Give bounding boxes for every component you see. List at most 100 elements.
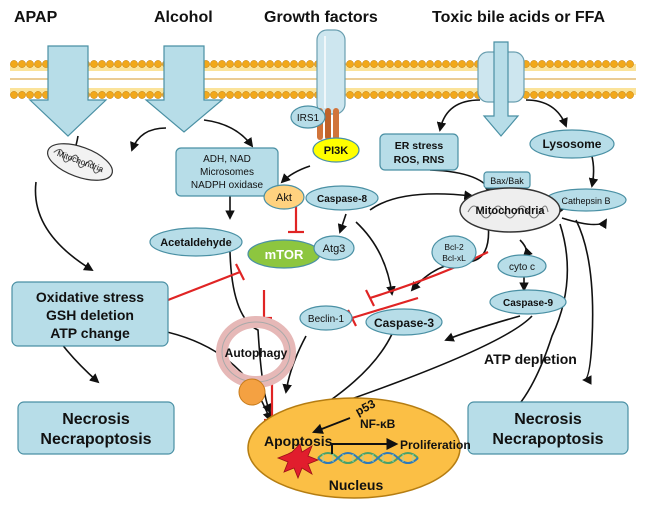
p53-arrow: [311, 417, 351, 434]
necrosis-right-box: [467, 401, 629, 455]
membrane-head: [594, 91, 602, 99]
oxidative-stress-line-1: Oxidative stress: [36, 289, 144, 305]
membrane-head: [258, 60, 266, 68]
caspase8-node: [305, 185, 379, 211]
membrane-head: [386, 91, 394, 99]
bcl2-label-line-1: Bcl-2: [444, 242, 464, 252]
membrane-head: [138, 91, 146, 99]
membrane-head: [258, 91, 266, 99]
nfkb-label: NF-κB: [360, 417, 396, 431]
membrane-head: [234, 60, 242, 68]
membrane-head: [538, 91, 546, 99]
membrane-head: [466, 60, 474, 68]
membrane-head: [114, 91, 122, 99]
pi3k-label: PI3K: [324, 145, 349, 157]
membrane-head: [450, 91, 458, 99]
membrane-head: [386, 60, 394, 68]
growth-factors-title: Growth factors: [264, 9, 378, 26]
caspase3-label: Caspase-3: [374, 316, 434, 330]
atg3-label: Atg3: [323, 243, 346, 255]
cyto-c-label: cyto c: [509, 262, 535, 273]
membrane-head: [250, 91, 258, 99]
membrane-head: [618, 60, 626, 68]
membrane-head: [106, 60, 114, 68]
membrane-head: [594, 60, 602, 68]
membrane-head: [154, 60, 162, 68]
membrane-head: [306, 91, 314, 99]
membrane-head: [530, 60, 538, 68]
membrane-head: [546, 60, 554, 68]
membrane-head: [418, 60, 426, 68]
membrane-head: [242, 60, 250, 68]
bcl2-node: [431, 235, 477, 269]
membrane-head: [546, 91, 554, 99]
membrane-head: [426, 60, 434, 68]
oxidative-stress-box: [11, 281, 169, 347]
membrane-head: [562, 91, 570, 99]
akt-node: [263, 184, 305, 210]
membrane-head: [434, 60, 442, 68]
membrane-head: [98, 60, 106, 68]
beclin1-node: [299, 305, 353, 331]
oxidative-stress-line-2: GSH deletion: [46, 307, 134, 323]
membrane-head: [362, 91, 370, 99]
membrane-head: [618, 91, 626, 99]
membrane-head: [10, 91, 18, 99]
irs1-label: IRS1: [297, 113, 320, 124]
alcohol-metabolism-line-1: ADH, NAD: [203, 154, 251, 165]
caspase9-node: [489, 289, 567, 315]
membrane-head: [266, 91, 274, 99]
membrane-head: [402, 91, 410, 99]
autophagy-label: Autophagy: [225, 346, 288, 360]
acetaldehyde-node: [149, 227, 243, 257]
mitochondria-center: [459, 187, 561, 233]
membrane-head: [98, 91, 106, 99]
dna-damage-burst: [276, 443, 320, 480]
toxic-bile-title: Toxic bile acids or FFA: [432, 9, 606, 26]
membrane-head: [426, 91, 434, 99]
membrane-head: [354, 60, 362, 68]
membrane-head: [370, 60, 378, 68]
alcohol-metabolism-line-3: NADPH oxidase: [191, 180, 264, 191]
bile-acid-channel: [477, 41, 525, 137]
alcohol-arrow: [144, 45, 224, 133]
cyto-c-node: [497, 254, 547, 278]
irs1-node: [290, 105, 326, 129]
membrane-head: [570, 60, 578, 68]
membrane-head: [282, 60, 290, 68]
membrane-head: [218, 60, 226, 68]
membrane-head: [610, 91, 618, 99]
nucleus: [247, 397, 461, 499]
membrane-head: [122, 60, 130, 68]
lysosome-label: Lysosome: [543, 137, 602, 151]
membrane-head: [554, 60, 562, 68]
membrane-head: [458, 91, 466, 99]
membrane-head: [346, 91, 354, 99]
caspase9-label: Caspase-9: [503, 298, 553, 309]
membrane-head: [210, 60, 218, 68]
membrane-head: [554, 91, 562, 99]
membrane-head: [378, 60, 386, 68]
membrane-head: [354, 91, 362, 99]
membrane-head: [18, 91, 26, 99]
membrane-head: [442, 60, 450, 68]
membrane-head: [394, 91, 402, 99]
alcohol-metabolism-line-2: Microsomes: [200, 167, 254, 178]
pi3k-node: [312, 137, 360, 163]
membrane-head: [10, 60, 18, 68]
membrane-head: [578, 91, 586, 99]
membrane-head: [410, 60, 418, 68]
membrane-head: [346, 60, 354, 68]
membrane-head: [242, 91, 250, 99]
membrane-head: [90, 91, 98, 99]
er-stress-line-2: ROS, RNS: [394, 154, 445, 166]
mtor-label: mTOR: [265, 247, 304, 262]
membrane-head: [402, 60, 410, 68]
acetaldehyde-label: Acetaldehyde: [160, 237, 232, 249]
membrane-head: [26, 91, 34, 99]
er-stress-line-1: ER stress: [395, 140, 444, 152]
membrane-head: [562, 60, 570, 68]
caspase3-node: [365, 308, 443, 336]
membrane-head: [18, 60, 26, 68]
